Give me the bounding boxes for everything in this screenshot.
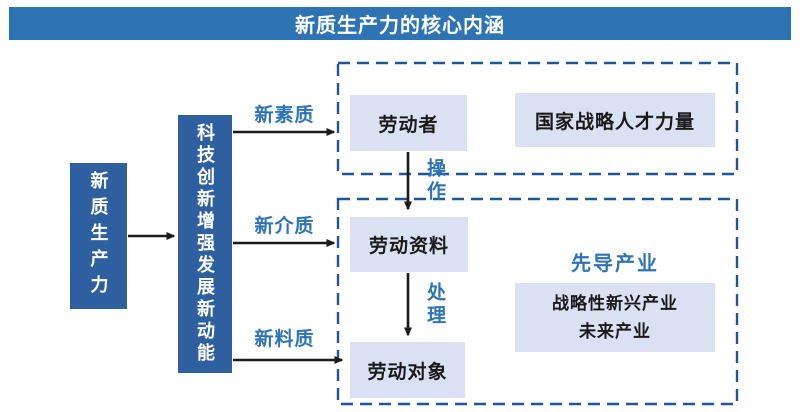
industry-line-1: 战略性新兴产业 <box>552 294 678 314</box>
node-new-quality-productivity: 新质生产力 <box>70 163 127 309</box>
node-labor-objects: 劳动对象 <box>350 342 465 398</box>
industry-line-2: 未来产业 <box>579 321 651 341</box>
node-national-strategic-talent: 国家战略人才力量 <box>515 93 715 147</box>
leading-industry-title: 先导产业 <box>571 253 659 275</box>
edge-label-new-quality: 新素质 <box>254 105 315 126</box>
node-labor-materials: 劳动资料 <box>350 217 468 272</box>
node-laborer: 劳动者 <box>350 95 467 151</box>
edge-label-new-medium: 新介质 <box>254 216 315 237</box>
node-strategic-industries: 战略性新兴产业 未来产业 <box>515 283 715 352</box>
page-title: 新质生产力的核心内涵 <box>9 7 791 40</box>
edge-label-process: 处理 <box>424 282 445 328</box>
edge-label-new-material: 新料质 <box>254 329 315 350</box>
node-tech-innovation-driver: 科技创新增强发展新动能 <box>178 115 232 373</box>
edge-label-operate: 操作 <box>424 158 445 204</box>
